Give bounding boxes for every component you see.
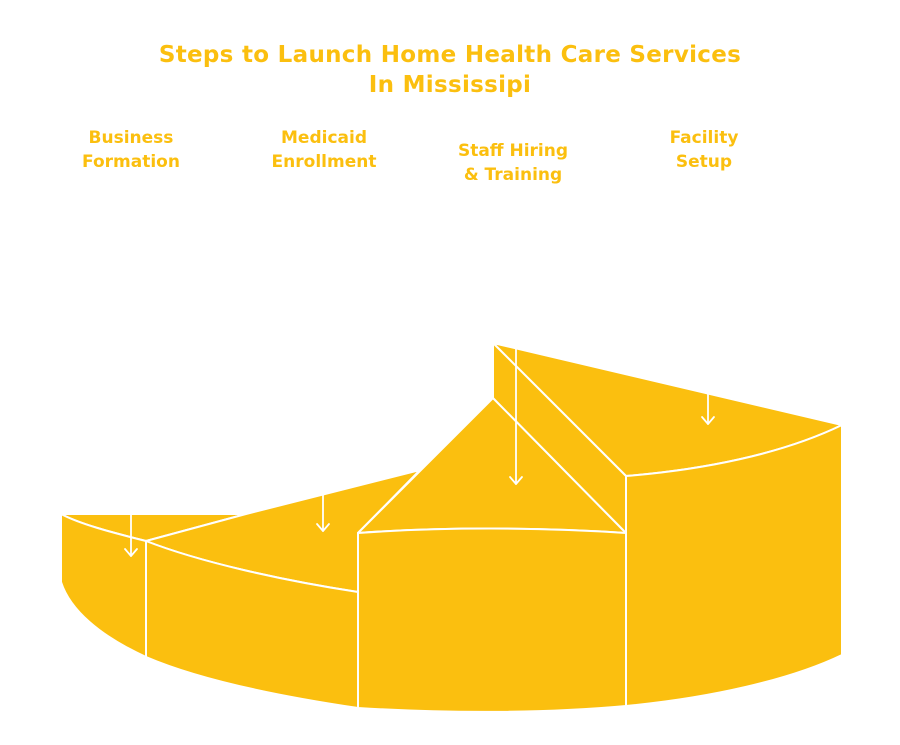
step-2-arrow-icon	[316, 523, 330, 532]
step-label-line: Setup	[675, 152, 733, 172]
title-line-1: Steps to Launch Home Health Care Service…	[158, 42, 742, 68]
step-label-line: Medicaid	[281, 128, 367, 148]
step-label-business-formation: Business Formation	[46, 126, 216, 174]
step-4-side-face	[625, 424, 843, 707]
step-label-facility-setup: Facility Setup	[619, 126, 789, 174]
step-label-staff-hiring-training: Staff Hiring & Training	[428, 139, 598, 187]
title-line-2: In Mississipi	[368, 72, 532, 98]
step-4-arrow-icon	[701, 416, 715, 425]
step-3-side-face	[357, 527, 627, 713]
step-label-medicaid-enrollment: Medicaid Enrollment	[239, 126, 409, 174]
step-label-line: & Training	[463, 165, 563, 185]
step-label-line: Facility	[669, 128, 739, 148]
step-1-arrow-icon	[124, 548, 138, 557]
step-label-line: Enrollment	[271, 152, 377, 172]
step-3-arrow-icon	[509, 476, 523, 485]
diagram-title: Steps to Launch Home Health Care Service…	[0, 40, 900, 100]
step-label-line: Business	[88, 128, 174, 148]
step-label-line: Formation	[82, 152, 180, 172]
step-label-line: Staff Hiring	[457, 141, 569, 161]
